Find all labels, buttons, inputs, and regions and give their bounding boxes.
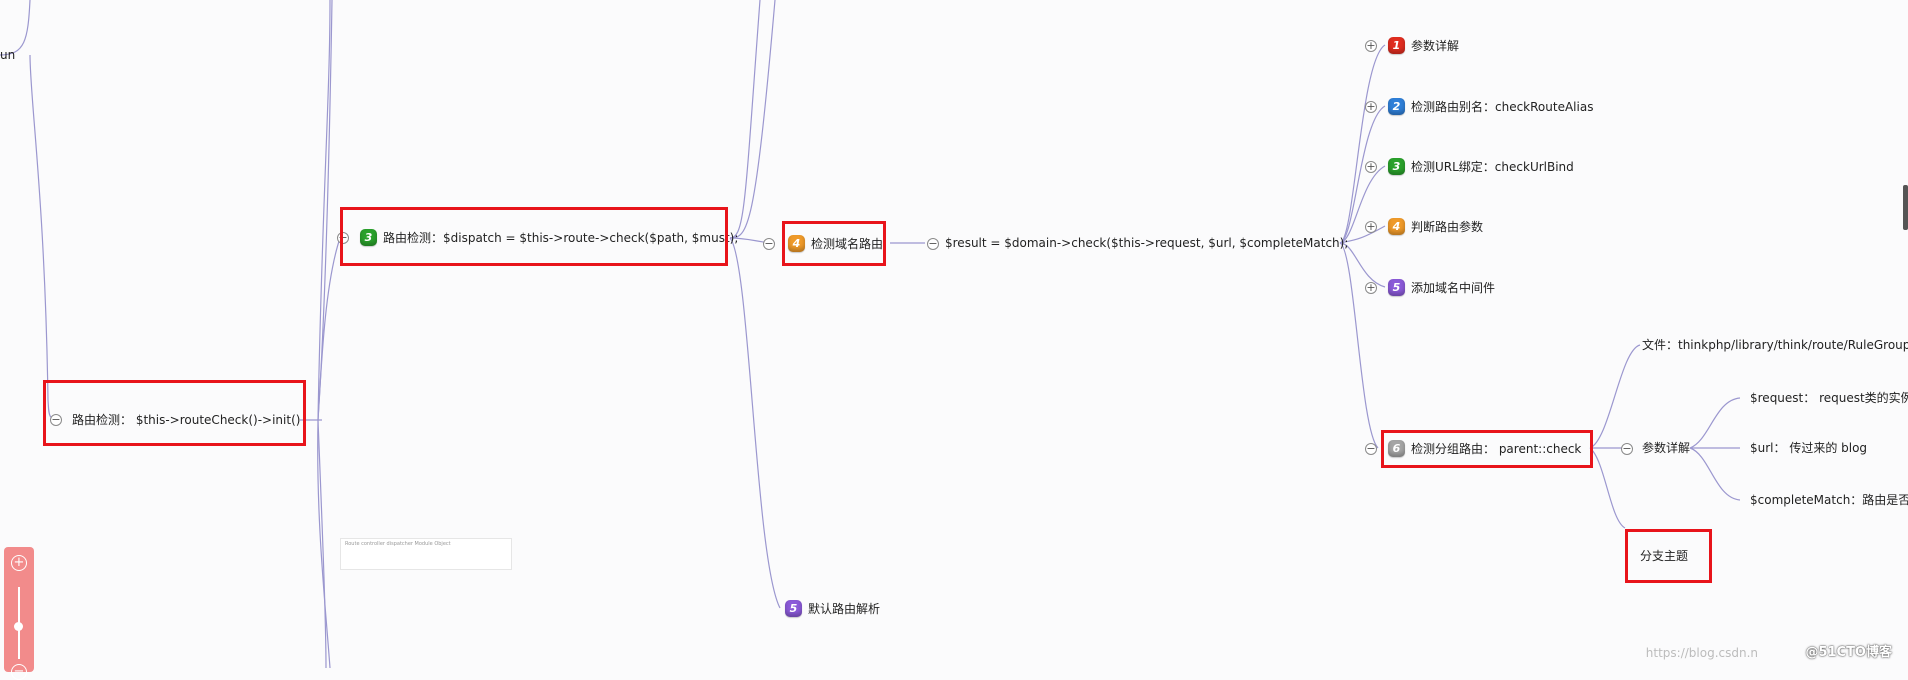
highlight-dispatch	[340, 207, 728, 266]
param-request-node[interactable]: $request： request类的实例	[1750, 390, 1908, 406]
child-node-params[interactable]: 1 参数详解	[1388, 37, 1459, 54]
route-check-label: 路由检测： $this->routeCheck()->init()	[72, 413, 301, 427]
expand-toggle-child-1[interactable]: +	[1365, 39, 1377, 52]
default-route-node[interactable]: 5 默认路由解析	[785, 600, 880, 617]
watermark-brand: @51CTO博客	[1805, 645, 1892, 660]
collapse-toggle-route-check[interactable]: −	[50, 413, 62, 426]
zoom-out-icon[interactable]: −	[11, 664, 27, 680]
file-node[interactable]: 文件：thinkphp/library/think/route/RuleGrou…	[1642, 337, 1908, 353]
watermark-url: https://blog.csdn.n	[1645, 646, 1758, 660]
priority-4-icon: 4	[788, 235, 805, 252]
zoom-control: + −	[4, 547, 34, 680]
default-route-label: 默认路由解析	[808, 601, 881, 616]
param-complete-match-node[interactable]: $completeMatch：路由是否完	[1750, 492, 1908, 508]
dispatch-label: 路由检测：$dispatch = $this->route->check($pa…	[383, 230, 739, 245]
dispatch-node[interactable]: 3 路由检测：$dispatch = $this->route->check($…	[360, 229, 738, 246]
params-label: 参数详解	[1642, 441, 1691, 455]
expand-toggle-child-2[interactable]: +	[1365, 100, 1377, 113]
group-route-label: 检测分组路由： parent::check	[1411, 441, 1582, 456]
child-label: 判断路由参数	[1411, 219, 1484, 234]
result-node[interactable]: $result = $domain->check($this->request,…	[945, 235, 1348, 251]
run-node[interactable]: un	[0, 47, 15, 63]
branch-topic-node[interactable]: 分支主题	[1640, 548, 1688, 564]
zoom-slider-handle[interactable]	[14, 622, 23, 631]
param-label: $completeMatch：路由是否完	[1750, 493, 1908, 507]
priority-4-icon: 4	[1388, 218, 1405, 235]
child-label: 添加域名中间件	[1411, 280, 1496, 295]
param-label: $url： 传过来的 blog	[1750, 441, 1868, 455]
group-route-node[interactable]: 6 检测分组路由： parent::check	[1388, 440, 1581, 457]
result-label: $result = $domain->check($this->request,…	[945, 236, 1349, 250]
child-label: 检测URL绑定：checkUrlBind	[1411, 159, 1574, 174]
child-label: 参数详解	[1411, 38, 1460, 53]
collapse-toggle-group-route[interactable]: −	[1365, 442, 1377, 455]
highlight-group-route	[1381, 430, 1593, 468]
priority-3-icon: 3	[1388, 158, 1405, 175]
collapse-toggle-result[interactable]: −	[927, 237, 939, 250]
priority-1-icon: 1	[1388, 37, 1405, 54]
branch-topic-label: 分支主题	[1640, 549, 1689, 563]
param-url-node[interactable]: $url： 传过来的 blog	[1750, 440, 1867, 456]
highlight-route-check	[43, 380, 306, 446]
overview-thumbnail[interactable]: Route controller dispatcher Module Objec…	[340, 538, 512, 570]
run-node-label: un	[0, 48, 16, 62]
priority-5-icon: 5	[785, 600, 802, 617]
priority-5-icon: 5	[1388, 279, 1405, 296]
child-node-domain-middleware[interactable]: 5 添加域名中间件	[1388, 279, 1495, 296]
route-check-node[interactable]: 路由检测： $this->routeCheck()->init()	[72, 412, 300, 428]
child-node-url-bind[interactable]: 3 检测URL绑定：checkUrlBind	[1388, 158, 1574, 175]
zoom-in-icon[interactable]: +	[11, 555, 27, 571]
param-label: $request： request类的实例	[1750, 391, 1908, 405]
domain-route-label: 检测域名路由	[811, 236, 884, 251]
file-label: 文件：thinkphp/library/think/route/RuleGrou…	[1642, 338, 1908, 352]
params-node[interactable]: 参数详解	[1642, 440, 1690, 456]
domain-route-node[interactable]: 4 检测域名路由	[788, 235, 883, 252]
child-label: 检测路由别名：checkRouteAlias	[1411, 99, 1594, 114]
collapse-toggle-params[interactable]: −	[1621, 442, 1633, 455]
expand-toggle-child-5[interactable]: +	[1365, 281, 1377, 294]
expand-toggle-child-3[interactable]: +	[1365, 160, 1377, 173]
expand-toggle-child-4[interactable]: +	[1365, 220, 1377, 233]
highlight-domain-route	[782, 221, 886, 266]
collapse-toggle-domain-route[interactable]: −	[763, 237, 775, 250]
priority-2-icon: 2	[1388, 98, 1405, 115]
highlight-branch-topic	[1625, 529, 1712, 583]
child-node-route-params[interactable]: 4 判断路由参数	[1388, 218, 1483, 235]
child-node-route-alias[interactable]: 2 检测路由别名：checkRouteAlias	[1388, 98, 1593, 115]
priority-3-icon: 3	[360, 229, 377, 246]
thumbnail-text: Route controller dispatcher Module Objec…	[345, 541, 451, 547]
vertical-scrollbar[interactable]	[1903, 185, 1908, 230]
priority-6-icon: 6	[1388, 440, 1405, 457]
